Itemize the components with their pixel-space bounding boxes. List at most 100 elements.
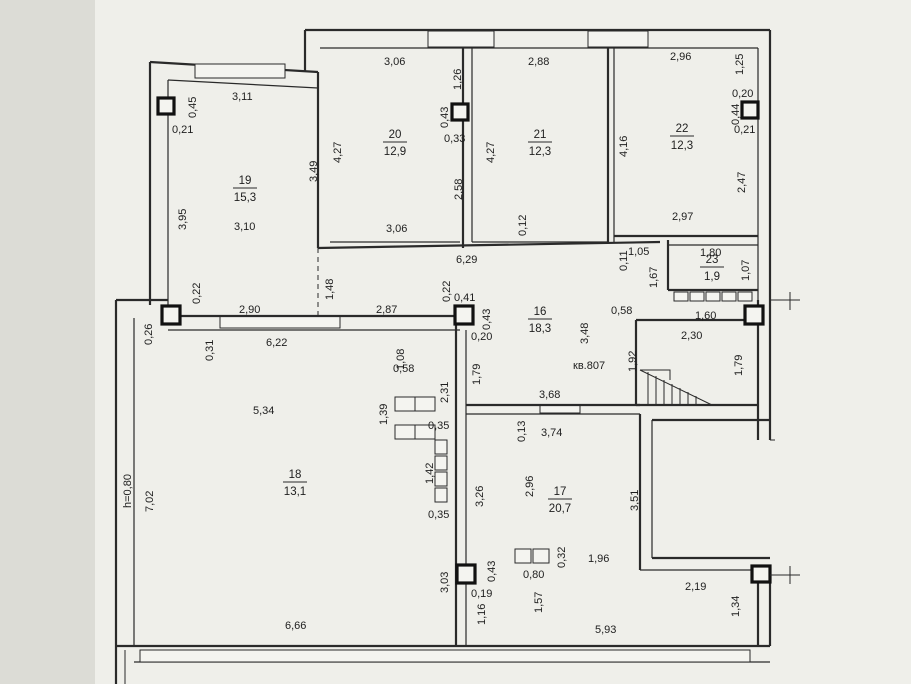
dimension-label: 1,16 [476, 604, 488, 625]
dimension-label: 7,02 [144, 491, 156, 512]
dimension-label: 3,74 [541, 427, 562, 439]
dimension-label: 1,60 [695, 310, 716, 322]
dimension-label: 2,97 [672, 211, 693, 223]
dimension-label: 2,88 [528, 56, 549, 68]
dimension-label: 0,11 [618, 250, 630, 271]
room-number: 18 [289, 469, 302, 481]
dimension-label: 1,08 [395, 349, 407, 370]
room-label: 21 12,3 [528, 129, 552, 158]
dimension-label: 0,33 [444, 133, 465, 145]
room-area: 13,1 [284, 486, 306, 498]
dimension-label: 0,43 [439, 107, 451, 128]
dimension-label: 6,22 [266, 337, 287, 349]
dimension-label: 0,35 [428, 420, 449, 432]
dimension-label: 2,47 [736, 172, 748, 193]
dimension-label: 0,35 [428, 509, 449, 521]
dimension-label: 2,58 [453, 179, 465, 200]
room-number: 22 [676, 123, 689, 135]
room-area: 12,3 [529, 146, 551, 158]
room-number: 21 [534, 129, 547, 141]
dimension-label: 4,27 [332, 142, 344, 163]
dimension-label: 2,19 [685, 581, 706, 593]
room-label: 231,9 [700, 254, 724, 283]
dimension-label: 1,26 [452, 69, 464, 90]
dimension-label: 3,95 [177, 209, 189, 230]
dimension-label: 1,67 [648, 267, 660, 288]
dimension-label: 0,21 [734, 124, 755, 136]
dimension-label: 1,39 [378, 404, 390, 425]
dimension-label: 3,03 [439, 572, 451, 593]
dimension-label: 0,20 [471, 331, 492, 343]
dimension-label: 1,34 [730, 596, 742, 617]
room-label: 19 15,3 [233, 175, 257, 204]
dimension-label: 1,80 [700, 247, 721, 259]
dimension-label: 2,96 [524, 476, 536, 497]
dimension-label: 0,31 [204, 340, 216, 361]
room-label: 16 18,3 [528, 306, 552, 335]
dimension-label: 0,32 [556, 547, 568, 568]
room-area: 18,3 [529, 323, 551, 335]
dimension-label: 0,26 [143, 324, 155, 345]
dimension-label: 1,79 [733, 355, 745, 376]
dimension-label: 0,43 [481, 309, 493, 330]
dimension-label: 0,19 [471, 588, 492, 600]
dimension-label: 0,58 [393, 363, 414, 375]
dimension-label: 1,79 [471, 364, 483, 385]
dimension-label: 3,51 [629, 490, 641, 511]
room-number: 20 [389, 129, 402, 141]
room-label: 22 12,3 [670, 123, 694, 152]
room-area: 12,3 [671, 140, 693, 152]
dimension-label: 6,66 [285, 620, 306, 632]
dimension-label: 3,10 [234, 221, 255, 233]
dimension-label: 6,29 [456, 254, 477, 266]
edge-markers [124, 292, 800, 684]
dimension-label: 0,21 [172, 124, 193, 136]
dimension-label: 1,07 [740, 260, 752, 281]
dimension-label: 3,48 [579, 323, 591, 344]
dimension-label: 1,25 [734, 54, 746, 75]
dimension-label: 3,11 [232, 91, 253, 103]
dimension-label: 4,16 [618, 136, 630, 157]
dimension-label: 1,92 [627, 351, 639, 372]
room-labels: 16 18,3 17 20,7 18 13,1 19 15,3 20 12,9 21 12,3 22 12… [233, 123, 724, 515]
dimension-label: 2,87 [376, 304, 397, 316]
room-number: 17 [554, 486, 567, 498]
room-number: 16 [534, 306, 547, 318]
dimension-label: 0,20 [732, 88, 753, 100]
dimension-label: 2,30 [681, 330, 702, 342]
dimension-label: 3,06 [386, 223, 407, 235]
room-label: 17 20,7 [548, 486, 572, 515]
room-area: 12,9 [384, 146, 406, 158]
dimension-label: 5,34 [253, 405, 274, 417]
stairs [639, 369, 713, 406]
room-area: 20,7 [549, 503, 571, 515]
dimension-label: 2,96 [670, 51, 691, 63]
dimension-labels: 3,06 1,26 2,88 2,96 1,25 0,45 3,11 0,21 0,43 0,33… [143, 51, 755, 636]
dimension-label: 3,49 [308, 161, 320, 182]
dimension-label: 3,26 [474, 486, 486, 507]
dimension-label: 0,22 [191, 283, 203, 304]
dimension-label: 1,96 [588, 553, 609, 565]
dimension-label: 0,45 [187, 97, 199, 118]
dimension-label: 0,43 [486, 561, 498, 582]
interior-walls [168, 48, 770, 646]
paper-sheet [95, 0, 911, 684]
room-label: 20 12,9 [383, 129, 407, 158]
dimension-label: 0,41 [454, 292, 475, 304]
height-note: h=0,80 [122, 474, 134, 508]
dimension-label: 1,42 [424, 463, 436, 484]
dimension-label: 1,05 [628, 246, 649, 258]
apartment-label: кв.807 [573, 360, 605, 372]
room-area: 15,3 [234, 192, 256, 204]
ventilation-shafts [394, 291, 753, 564]
dimension-label: 1,57 [533, 592, 545, 613]
dimension-label: 2,90 [239, 304, 260, 316]
windows [139, 30, 751, 663]
dimension-label: 5,93 [595, 624, 616, 636]
dimension-label: 0,80 [523, 569, 544, 581]
room-area: 1,9 [704, 271, 720, 283]
room-number: 19 [239, 175, 252, 187]
dimension-label: 0,12 [517, 215, 529, 236]
dimension-label: 3,06 [384, 56, 405, 68]
